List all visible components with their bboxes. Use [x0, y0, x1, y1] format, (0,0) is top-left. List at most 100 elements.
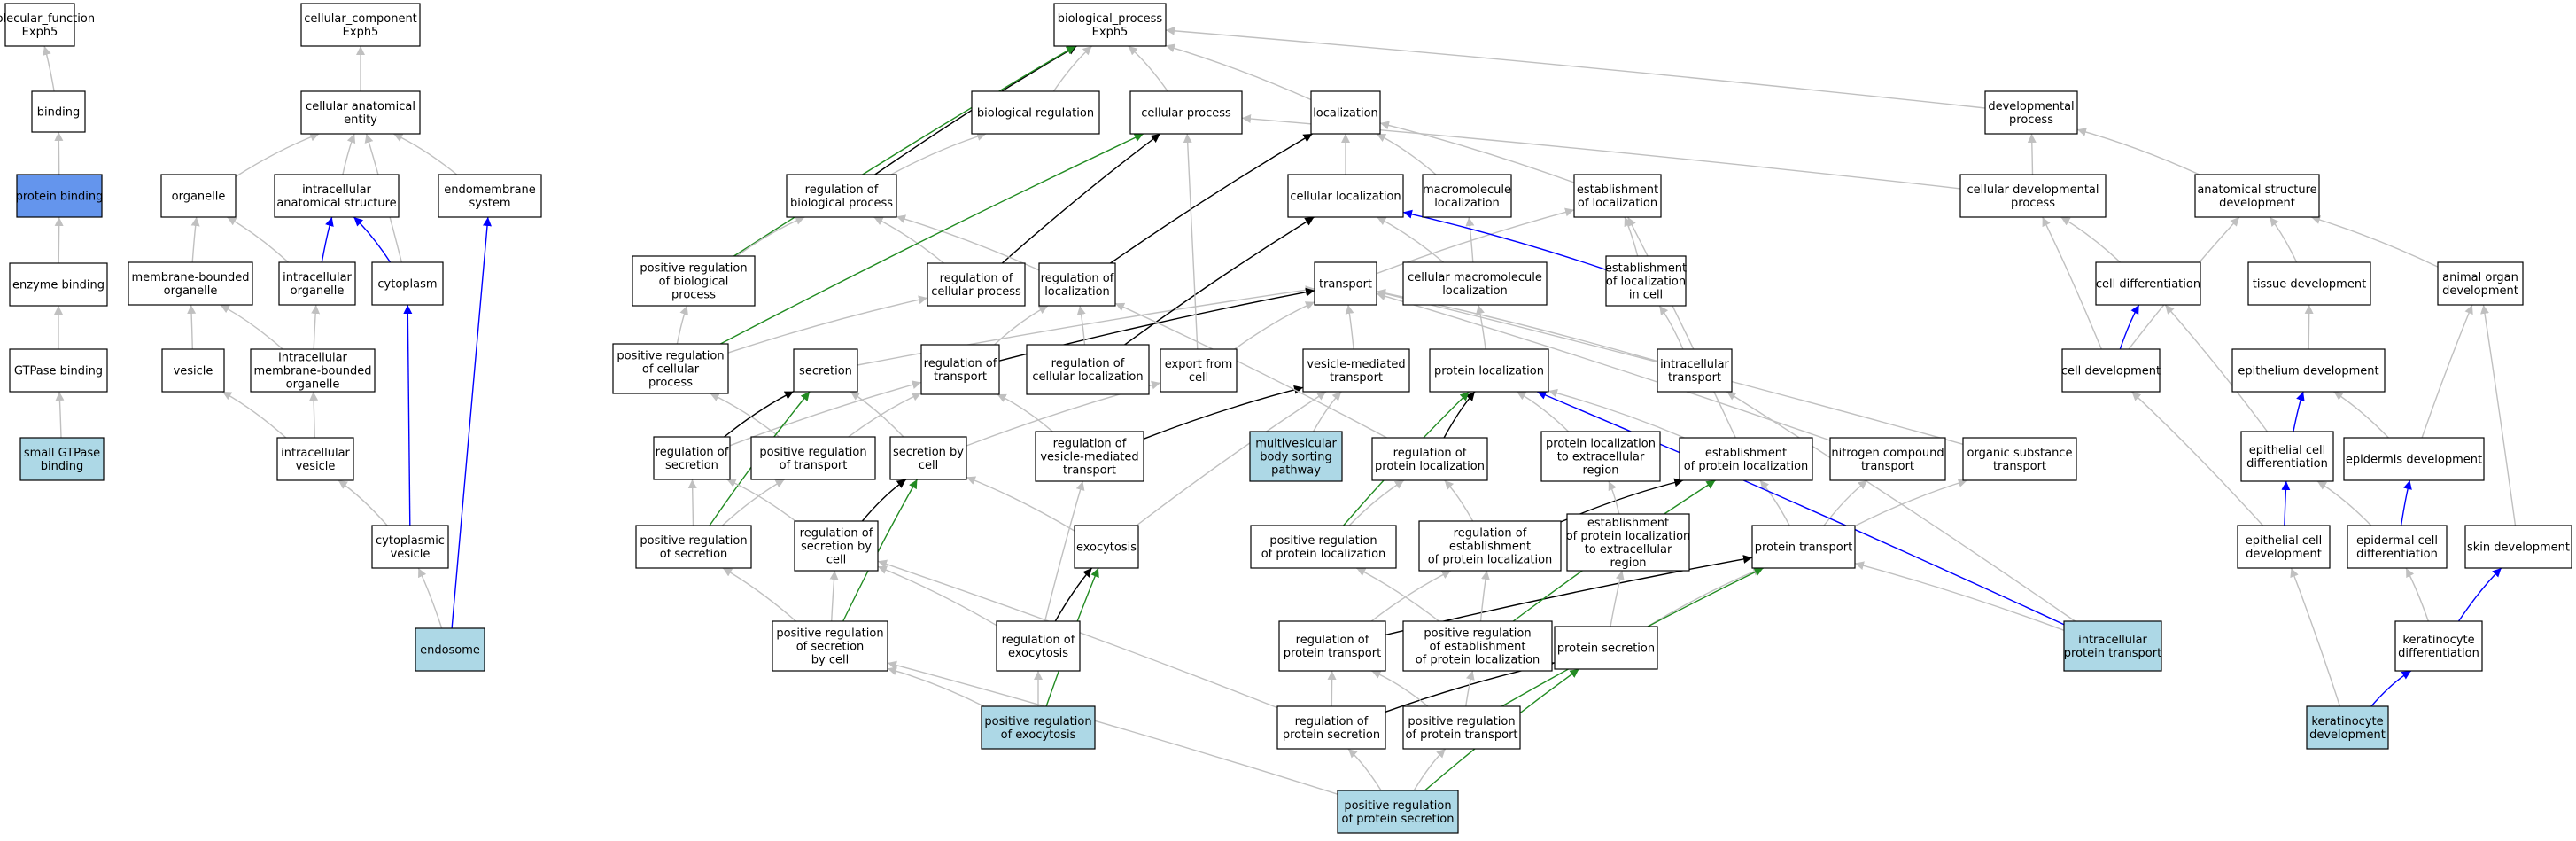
node-binding[interactable]: binding [31, 90, 86, 133]
node-tissuedev[interactable]: tissue development [2247, 261, 2371, 306]
node-celldev[interactable]: cell development [2061, 348, 2161, 393]
node-prottransport[interactable]: protein transport [1751, 525, 1856, 569]
node-bioreg[interactable]: biological regulation [971, 90, 1100, 135]
node-exocytosis[interactable]: exocytosis [1074, 525, 1139, 569]
node-label: molecular_function [0, 12, 95, 26]
edge-cellproc-to-bp [1128, 45, 1168, 92]
node-box [981, 705, 1096, 750]
node-cellproc[interactable]: cellular process [1129, 90, 1243, 135]
node-label: organelle [286, 378, 340, 392]
node-vesicle[interactable]: vesicle [161, 348, 225, 393]
node-box [2247, 261, 2371, 306]
node-epiddev[interactable]: epidermis development [2343, 437, 2485, 481]
node-label: keratinocyte [2311, 715, 2383, 728]
node-celldiff[interactable]: cell differentiation [2095, 261, 2201, 306]
node-label: by cell [811, 654, 849, 667]
node-label: positive regulation [776, 627, 883, 641]
node-label: membrane-bounded [253, 365, 371, 378]
node-epidev[interactable]: epithelium development [2231, 348, 2386, 393]
node-box [438, 174, 542, 218]
node-protein_binding[interactable]: protein binding [16, 174, 104, 218]
node-box [9, 348, 108, 393]
edge-nitrogen-to-transport [1376, 292, 1831, 441]
node-cellloc[interactable]: cellular localization [1287, 174, 1404, 218]
node-gtpase_binding[interactable]: GTPase binding [9, 348, 108, 393]
edge-endosome-to-cvesicle [417, 567, 443, 629]
node-skindev[interactable]: skin development [2464, 525, 2572, 569]
edge-cvesicle-to-ivesicle [338, 479, 388, 526]
node-label: positive regulation [759, 446, 866, 459]
node-enzyme_binding[interactable]: enzyme binding [9, 262, 108, 307]
node-secretion[interactable]: secretion [793, 348, 858, 393]
node-protloc[interactable]: protein localization [1429, 348, 1549, 393]
node-transport[interactable]: transport [1314, 261, 1377, 306]
edge-epidcelldiff-to-epicelldiff [2316, 480, 2372, 526]
node-organelle[interactable]: organelle [160, 174, 237, 218]
node-box [2343, 437, 2485, 481]
node-protsecretion[interactable]: protein secretion [1554, 626, 1658, 670]
node-cytoplasm[interactable]: cytoplasm [371, 261, 444, 306]
node-localization[interactable]: localization [1310, 90, 1381, 135]
node-endosome[interactable]: endosome [415, 627, 485, 672]
